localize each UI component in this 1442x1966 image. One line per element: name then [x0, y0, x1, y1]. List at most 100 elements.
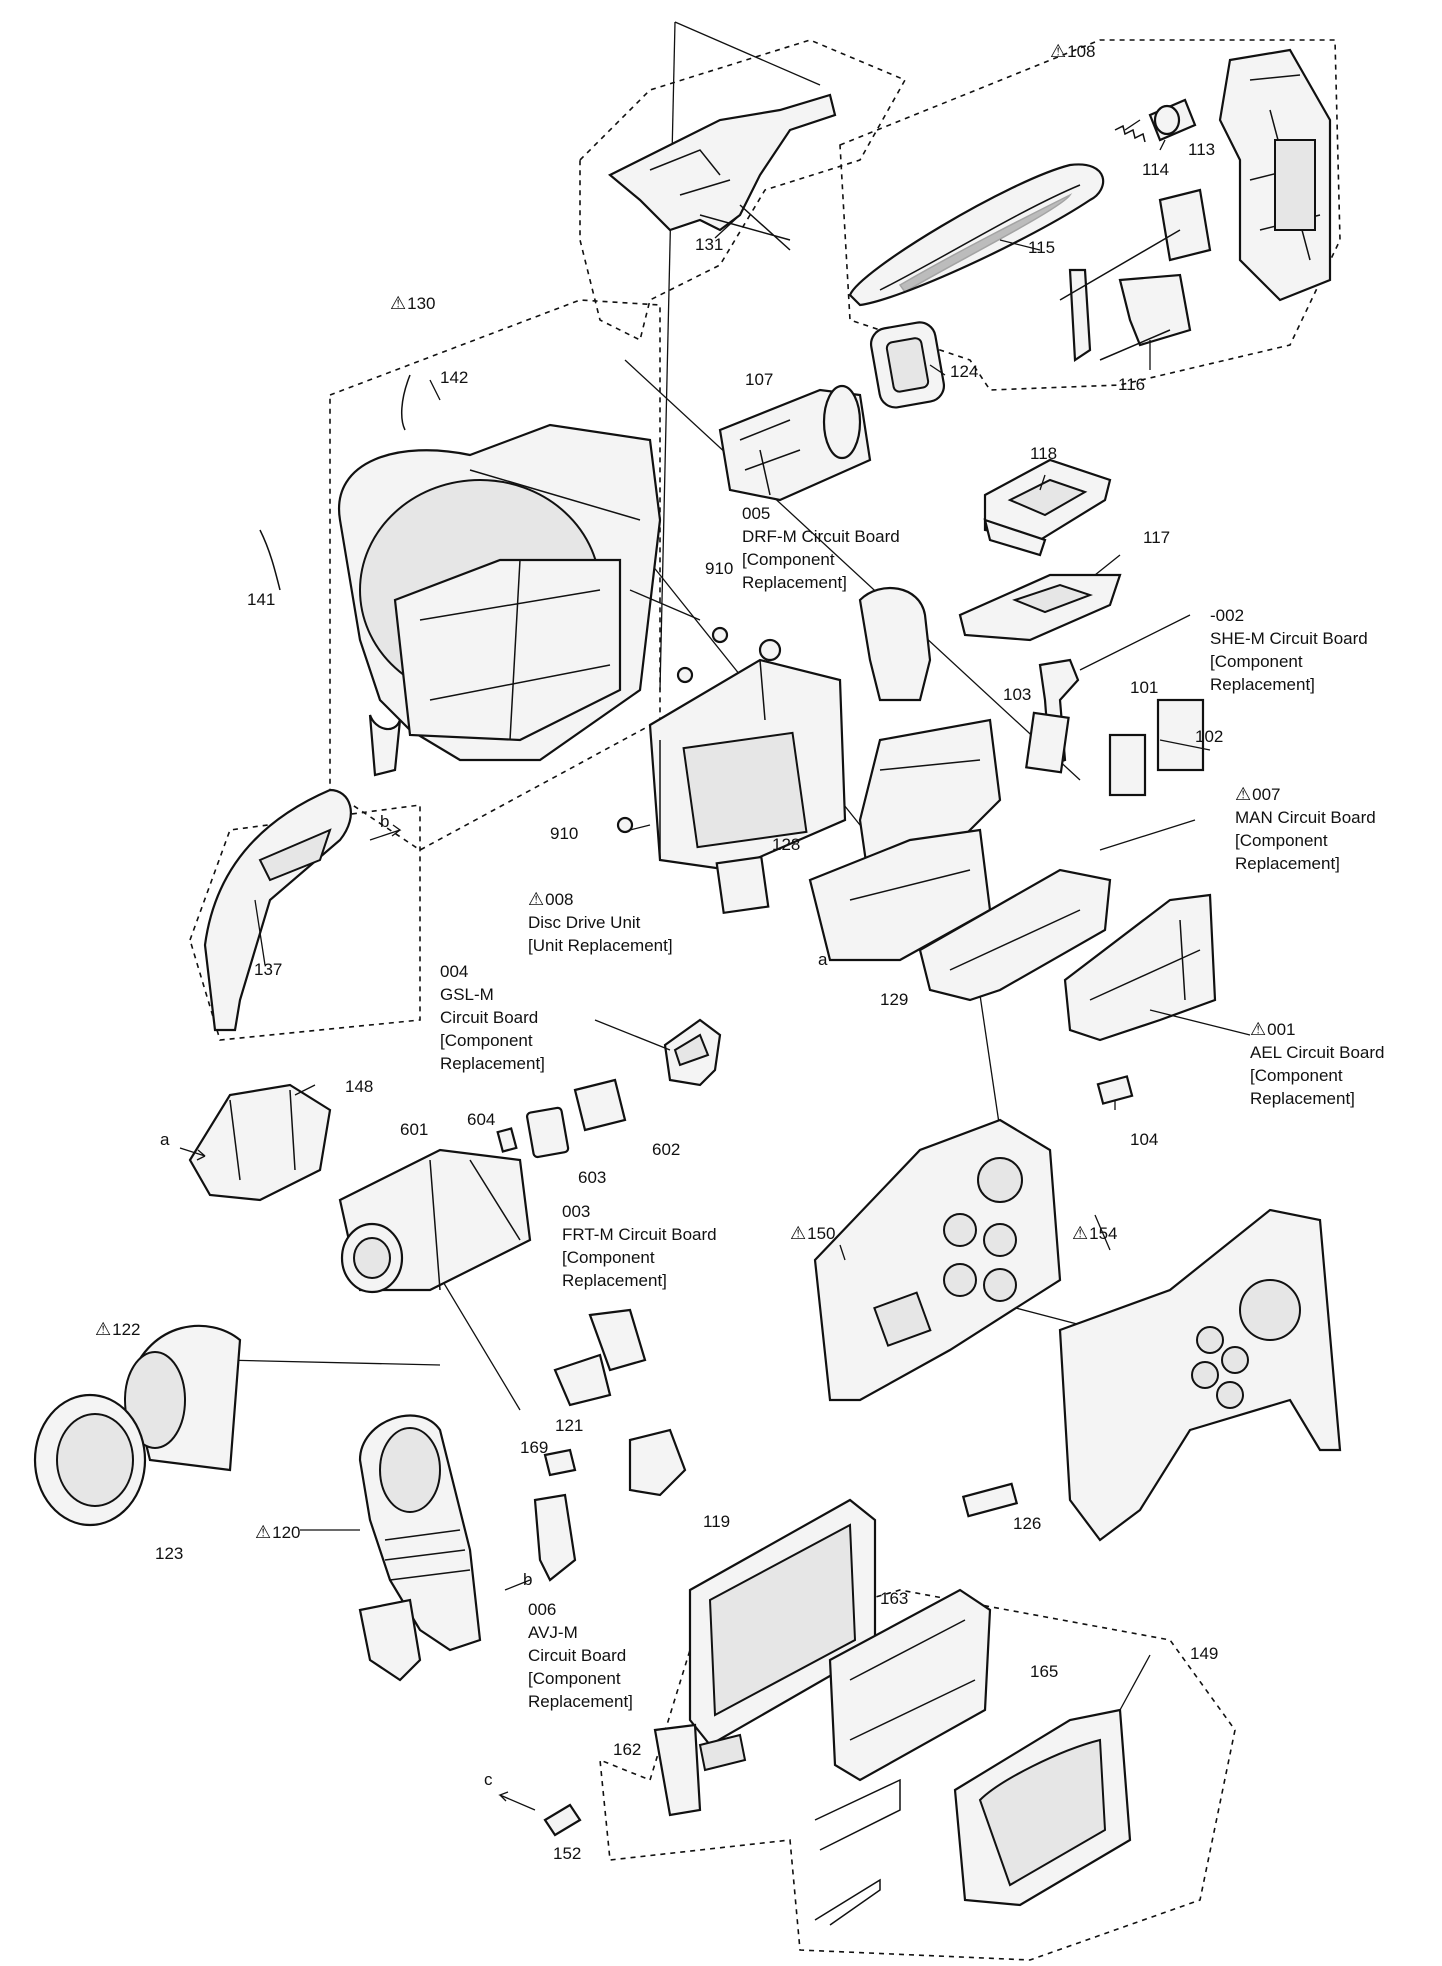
guide-line-1: [674, 21, 821, 86]
part-115-grip-strap: [848, 163, 1105, 307]
warning-icon: ⚠: [1250, 1019, 1267, 1039]
label-a-left: a: [160, 1130, 170, 1149]
guide-line-3: [624, 359, 1081, 781]
label-154: ⚠154: [1072, 1223, 1118, 1243]
part-003-frt-board: [588, 1308, 647, 1372]
part-163-lcd-frame: [688, 1498, 877, 1747]
part-137-grip: [203, 788, 352, 1032]
part-130-disc-frame: [337, 423, 662, 777]
part-120-front-housing: [358, 1414, 482, 1682]
part-102-sheet: [1156, 698, 1205, 772]
label-c: c: [484, 1770, 493, 1789]
warning-icon: ⚠: [1050, 41, 1067, 61]
label-103: 103: [1003, 685, 1032, 704]
label-120: ⚠120: [255, 1522, 301, 1542]
part-131-bracket: [608, 93, 837, 251]
label-115: 115: [1028, 238, 1056, 257]
warning-icon: ⚠: [528, 889, 545, 909]
label-165: 165: [1030, 1662, 1059, 1681]
label-b-lower: b: [523, 1570, 533, 1589]
label-150: ⚠150: [790, 1223, 836, 1243]
part-162-hinge: [653, 1723, 747, 1817]
label-123: 123: [155, 1544, 184, 1563]
label-910-top: 910: [705, 559, 734, 578]
arrow-b-lower: [504, 1579, 531, 1591]
part-008-disc-drive: [648, 638, 847, 872]
part-101-sheet: [1108, 733, 1147, 797]
label-148: 148: [345, 1077, 374, 1096]
part-154-side-cover: [1058, 1208, 1342, 1542]
part-150-back-panel: [813, 1118, 1062, 1402]
label-124: 124: [950, 362, 979, 381]
part-121-bracket: [553, 1353, 612, 1407]
part-119-block: [628, 1428, 687, 1497]
label-149: 149: [1190, 1644, 1219, 1663]
part-141-wire: [259, 529, 281, 591]
label-118: 118: [1030, 444, 1058, 463]
label-a-upper: a: [818, 950, 828, 969]
part-142-wire: [400, 374, 411, 431]
label-910-left: 910: [550, 824, 579, 843]
label-113: 113: [1188, 140, 1216, 159]
part-122-lens-hood: [124, 1324, 242, 1472]
label-117: 117: [1143, 528, 1171, 547]
part-148-bracket: [188, 1083, 332, 1202]
warning-icon: ⚠: [1072, 1223, 1089, 1243]
label-107: 107: [745, 370, 774, 389]
warning-icon: ⚠: [255, 1522, 272, 1542]
label-137: 137: [254, 960, 283, 979]
label-128: 128: [772, 835, 801, 854]
part-128-sheet: [715, 855, 770, 915]
part-601-lens-block: [338, 1148, 532, 1294]
label-129: 129: [880, 990, 909, 1009]
part-108-housing: [1218, 48, 1332, 302]
label-142: 142: [440, 368, 469, 387]
guide-line-2: [659, 21, 676, 691]
part-604-sheet: [496, 1127, 518, 1153]
warning-icon: ⚠: [95, 1319, 112, 1339]
warning-icon: ⚠: [1235, 784, 1252, 804]
part-005-flex: [858, 586, 932, 702]
part-602-connector: [573, 1078, 627, 1132]
label-152: 152: [553, 1844, 582, 1863]
guide-line-7: [221, 1359, 441, 1366]
arrow-b-upper: [369, 824, 402, 841]
label-162: 162: [613, 1740, 642, 1759]
part-126-sheet: [961, 1482, 1019, 1518]
label-141: 141: [247, 590, 276, 609]
part-169-part: [543, 1448, 577, 1477]
screw-910-b: [676, 666, 694, 684]
warning-icon: ⚠: [790, 1223, 807, 1243]
part-107-viewfinder: [718, 384, 872, 502]
part-001-ael-board: [1063, 893, 1217, 1042]
label-121: 121: [555, 1416, 584, 1435]
part-603-frame: [525, 1106, 570, 1159]
part-007-man-board: [808, 718, 1112, 1002]
part-152-clip: [543, 1803, 582, 1837]
label-108: ⚠108: [1050, 41, 1096, 61]
label-163: 163: [880, 1589, 909, 1608]
screw-910-c: [616, 816, 634, 834]
label-601: 601: [400, 1120, 429, 1139]
label-104: 104: [1130, 1130, 1159, 1149]
part-113-114-spring: [1114, 98, 1197, 143]
label-122: ⚠122: [95, 1319, 141, 1339]
label-101: 101: [1130, 678, 1159, 697]
label-603: 603: [578, 1168, 607, 1187]
flex-cable-1: [814, 1778, 901, 1851]
screw-910-a: [711, 626, 729, 644]
group-outline-149: [599, 1589, 1236, 1961]
part-124-eyecup: [869, 321, 946, 409]
label-602: 602: [652, 1140, 681, 1159]
flex-cable-2: [814, 1878, 881, 1926]
part-116-brackets: [1059, 188, 1212, 362]
arrow-a-left: [179, 1147, 206, 1161]
label-116: 116: [1118, 375, 1146, 394]
label-131: 131: [695, 235, 724, 254]
